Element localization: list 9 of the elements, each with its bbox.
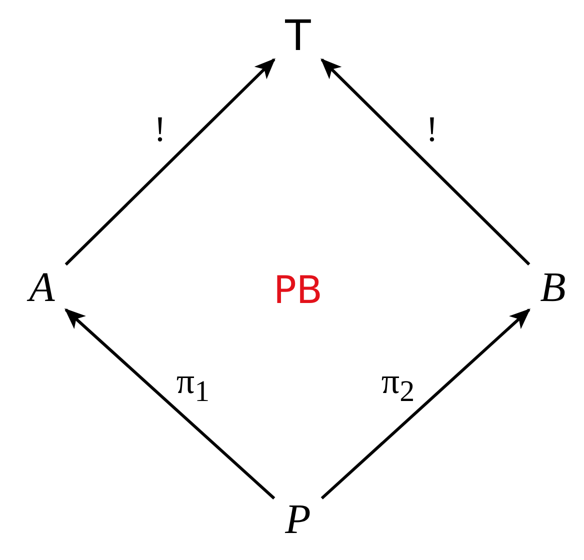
arrow	[320, 308, 530, 500]
object-label: A	[26, 265, 58, 311]
object-label: P	[282, 497, 314, 543]
object-label: B	[537, 265, 569, 311]
arrow	[320, 58, 530, 266]
arrow	[64, 58, 276, 266]
diagram-label: PB	[274, 268, 322, 312]
arrow	[64, 308, 276, 500]
object-label: T	[282, 13, 314, 59]
